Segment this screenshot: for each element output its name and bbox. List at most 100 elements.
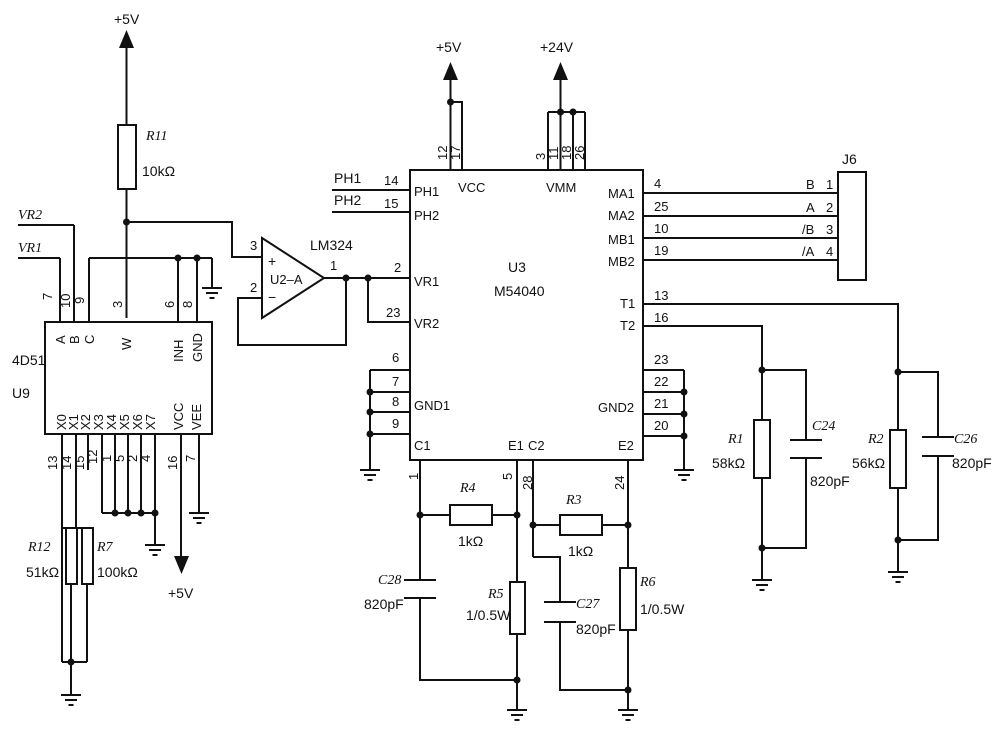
opamp-pin3: 3 [250, 238, 257, 253]
r2-ref: R2 [867, 432, 884, 447]
c24-ref: C24 [812, 419, 835, 434]
u3-pin-num-22: 22 [654, 374, 668, 389]
u3-pin-mb1: MB1 [608, 232, 635, 247]
u9-pin-num-x1: 14 [59, 456, 74, 470]
r6-ref: R6 [639, 575, 656, 590]
u9-pin-x2: X2 [78, 414, 93, 430]
resistor-r7 [81, 527, 94, 585]
u3-pin-num-5: 5 [500, 473, 515, 480]
connector-j6 [837, 171, 867, 281]
u3-pin-ma1: MA1 [608, 186, 635, 201]
u3-pin-num-23-right: 23 [654, 352, 668, 367]
j6-pin-4: 4 [826, 244, 833, 259]
u3-pin-num-20: 20 [654, 418, 668, 433]
resistor-r1 [753, 419, 771, 479]
u3-pin-num-2: 2 [394, 260, 401, 275]
r3-value: 1kΩ [568, 543, 593, 559]
opamp-part: LM324 [310, 237, 353, 253]
u3-name: M54040 [494, 283, 545, 299]
opamp-plus: + [268, 253, 276, 269]
u9-pin-c: C [82, 335, 97, 344]
r12-value: 51kΩ [26, 564, 59, 580]
u3-motor-outputs [643, 192, 838, 261]
r11-value: 10kΩ [142, 163, 175, 179]
r12-ref: R12 [27, 540, 51, 555]
u9-pin-a: A [53, 335, 68, 344]
resistor-r2 [889, 429, 907, 489]
u9-pin-num-b: 10 [58, 294, 73, 308]
c26-ref: C26 [954, 432, 977, 447]
u9-pin-num-x7: 4 [138, 455, 153, 462]
u3-pin-num-18: 18 [559, 146, 574, 160]
u9-pin-num-x5: 5 [112, 455, 127, 462]
u3-pin-c1: C1 [414, 438, 431, 453]
r3-ref: R3 [565, 493, 582, 508]
resistor-r11 [117, 124, 137, 190]
u9-pin-num-x2: 15 [72, 456, 87, 470]
u3-pin-vr2: VR2 [414, 316, 439, 331]
c26-value: 820pF [952, 455, 992, 471]
u9-pin-num-x3: 12 [85, 450, 100, 464]
u9-pin-x6: X6 [130, 414, 145, 430]
j6-ref: J6 [842, 151, 857, 167]
u3-pin-num-16: 16 [654, 310, 668, 325]
u3-pin-ma2: MA2 [608, 208, 635, 223]
u9-pin-gnd: GND [190, 333, 205, 362]
u9-pin-num-inh: 6 [162, 301, 177, 308]
c24-value: 820pF [810, 473, 850, 489]
resistor-r4 [449, 504, 493, 526]
u3-pin-c2: C2 [528, 438, 545, 453]
u3-pin-num-8: 8 [392, 394, 399, 409]
u9-pin-num-gnd: 8 [180, 301, 195, 308]
r2-value: 56kΩ [852, 455, 885, 471]
u3-pin-num-3: 3 [533, 153, 548, 160]
u3-pin-num-12: 12 [435, 146, 450, 160]
u3-pin-num-19: 19 [654, 243, 668, 258]
u3-pin-num-21: 21 [654, 396, 668, 411]
r7-ref: R7 [96, 540, 114, 555]
j6-signal-na: /A [802, 244, 815, 259]
r1-value: 58kΩ [712, 455, 745, 471]
u3-pin-num-11: 11 [546, 147, 561, 161]
u9-pin-num-vee: 7 [183, 455, 198, 462]
u3-pin-num-14: 14 [384, 173, 398, 188]
r1-ref: R1 [727, 432, 744, 447]
r11-ref: R11 [145, 129, 168, 144]
u9-top-pins [18, 224, 223, 322]
u9-pin-x3: X3 [91, 414, 106, 430]
u3-pin-num-15: 15 [384, 196, 398, 211]
u3-pin-num-7: 7 [392, 374, 399, 389]
c28-ref: C28 [378, 573, 401, 588]
u9-pin-x5: X5 [117, 414, 132, 430]
u9-pin-inh: INH [171, 340, 186, 362]
u3-pin-gnd1: GND1 [414, 398, 450, 413]
u3-pin-num-28: 28 [520, 476, 535, 490]
resistor-r6 [619, 567, 637, 631]
u3-pin-e2: E2 [618, 438, 634, 453]
u3-pin-num-25: 25 [654, 199, 668, 214]
opamp-label: U2–A [270, 272, 303, 287]
u3-pin-num-23: 23 [386, 305, 400, 320]
chip-u9 [44, 321, 213, 435]
r5-value: 1/0.5W [466, 607, 511, 623]
opamp-minus: − [268, 289, 276, 305]
u3-pin-num-13: 13 [654, 288, 668, 303]
j6-signal-nb: /B [802, 222, 814, 237]
opamp-u2a [261, 236, 326, 320]
u9-pin-vee: VEE [189, 404, 204, 430]
resistor-r3 [559, 514, 603, 536]
u9-pin-x4: X4 [104, 414, 119, 430]
c28-value: 820pF [364, 596, 404, 612]
c27-value: 820pF [576, 621, 616, 637]
u9-pin-num-a: 7 [40, 293, 55, 300]
u9-ref: U9 [12, 385, 30, 401]
u3-pin-num-1: 1 [406, 473, 421, 480]
u3-gnd1-pins [359, 369, 410, 481]
u9-pin-b: B [67, 335, 82, 344]
vr2-input-label: VR2 [18, 208, 42, 223]
j6-pin-1: 1 [826, 177, 833, 192]
r5-ref: R5 [487, 587, 504, 602]
u9-pin-num-x6: 2 [125, 455, 140, 462]
opamp-pin1: 1 [330, 258, 337, 273]
